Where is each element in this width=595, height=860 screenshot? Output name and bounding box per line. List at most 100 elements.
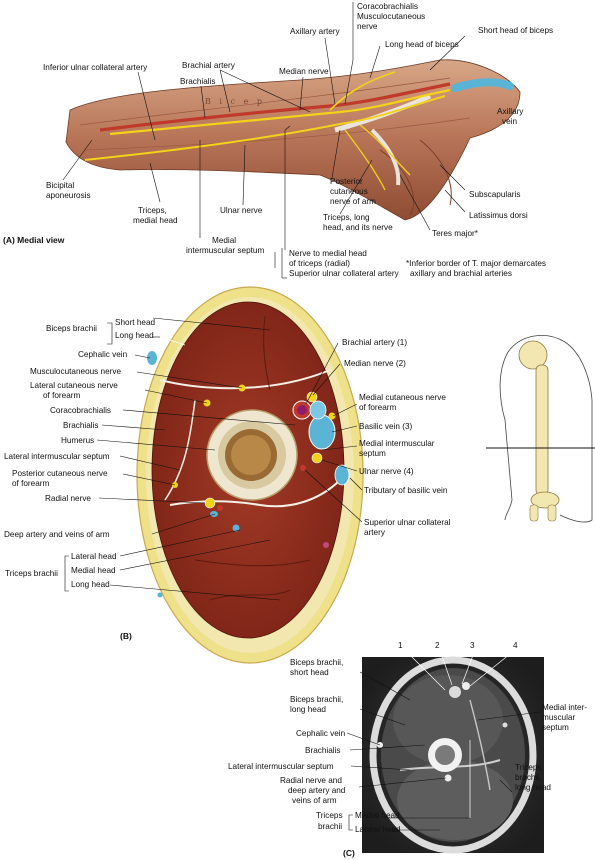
c-radial-2: deep artery and — [288, 786, 346, 795]
ulnar-nerve-section — [311, 452, 323, 464]
c-lateral-septum: Lateral intermuscular septum — [228, 762, 334, 771]
panel-b-cross-section: Biceps brachii Short head Long head Ceph… — [4, 286, 451, 664]
b-radial-nerve: Radial nerve — [45, 494, 91, 503]
panel-b-leaders — [64, 317, 363, 601]
basilic-vein-section — [308, 414, 336, 450]
c-triceps-1: Triceps — [316, 811, 343, 820]
cephalic-vein-section — [147, 351, 157, 365]
label-triceps-long-head-2: head, and its nerve — [323, 223, 393, 232]
label-nerve-to-medial-head-2: of triceps (radial) — [289, 259, 350, 268]
label-axillary-artery: Axillary artery — [290, 27, 340, 36]
label-superior-ulnar-collateral-artery: Superior ulnar collateral artery — [289, 269, 400, 278]
c-medial-head: Medial head — [355, 811, 400, 820]
b-lateral-cutaneous-1: Lateral cutaneous nerve — [30, 381, 118, 390]
b-medial-cutaneous-1: Medial cutaneous nerve — [359, 393, 446, 402]
c-biceps-short-1: Biceps brachii, — [290, 658, 343, 667]
c-biceps-short-2: short head — [290, 668, 329, 677]
b-coracobrachialis: Coracobrachialis — [50, 406, 111, 415]
b-medial-head: Medial head — [71, 566, 116, 575]
svg-text:B i c e p: B i c e p — [205, 97, 265, 106]
c-radial-1: Radial nerve and — [280, 776, 342, 785]
label-latissimus-dorsi: Latissimus dorsi — [469, 211, 528, 220]
b-ulnar-nerve: Ulnar nerve (4) — [359, 467, 414, 476]
panel-c-ct-scan: 1 2 3 4 Biceps brachii, short head Bicep… — [228, 641, 587, 858]
b-superior-ulnar-1: Superior ulnar collateral — [364, 518, 451, 527]
b-medial-septum-2: septum — [359, 449, 386, 458]
c-lateral-head: Lateral head — [355, 825, 401, 834]
c-biceps-long-1: Biceps brachii, — [290, 695, 343, 704]
label-teres-major: Teres major* — [432, 229, 479, 238]
label-triceps-long-head-1: Triceps, long — [323, 213, 370, 222]
label-medial-septum-1: Medial — [212, 236, 236, 245]
c-cephalic-vein: Cephalic vein — [296, 729, 346, 738]
b-long-head-triceps: Long head — [71, 580, 110, 589]
b-lateral-cutaneous-2: of forearm — [43, 391, 80, 400]
c-brachialis: Brachialis — [305, 746, 341, 755]
label-musculocutaneous-nerve-2: nerve — [357, 22, 378, 31]
b-tributary: Tributary of basilic vein — [364, 486, 448, 495]
b-medial-septum-1: Medial intermuscular — [359, 439, 435, 448]
label-bicipital-aponeurosis-2: aponeurosis — [46, 191, 91, 200]
panel-c-caption: (C) — [343, 848, 355, 858]
label-triceps-medial-head-2: medial head — [133, 216, 178, 225]
c-num-2: 2 — [435, 641, 440, 650]
b-brachial-artery: Brachial artery (1) — [342, 338, 407, 347]
label-medial-septum-2: intermuscular septum — [186, 246, 264, 255]
panel-a-footnote-1: *Inferior border of T. major demarcates — [406, 259, 546, 268]
b-basilic-vein: Basilic vein (3) — [359, 422, 413, 431]
c-triceps-long-3: long head — [515, 783, 551, 792]
b-biceps-brachii: Biceps brachii — [46, 324, 97, 333]
panel-a-leaders — [62, 2, 466, 268]
label-short-head-biceps: Short head of biceps — [478, 26, 553, 35]
panel-a-caption: (A) Medial view — [3, 235, 65, 245]
b-humerus: Humerus — [61, 436, 94, 445]
b-lateral-head: Lateral head — [71, 552, 117, 561]
b-cephalic-vein: Cephalic vein — [78, 350, 128, 359]
c-num-3: 3 — [470, 641, 475, 650]
label-long-head-biceps: Long head of biceps — [385, 40, 459, 49]
b-deep-artery: Deep artery and veins of arm — [4, 530, 110, 539]
radial-nerve-section — [204, 497, 216, 509]
c-triceps-long-1: Triceps — [515, 763, 542, 772]
b-short-head: Short head — [115, 318, 156, 327]
c-medial-septum-1: Medial inter- — [542, 703, 587, 712]
label-axillary-vein-1: Axillary — [497, 107, 524, 116]
label-posterior-cutaneous-1: Posterior — [330, 177, 363, 186]
c-biceps-long-2: long head — [290, 705, 326, 714]
c-num-1: 1 — [398, 641, 403, 650]
panel-a-medial-view: B i c e p Coracobrachialis M — [3, 2, 553, 279]
b-lateral-septum: Lateral intermuscular septum — [4, 452, 110, 461]
label-brachial-artery: Brachial artery — [182, 61, 236, 70]
label-triceps-medial-head-1: Triceps, — [138, 206, 167, 215]
panel-c-leaders — [346, 649, 541, 831]
b-median-nerve: Median nerve (2) — [344, 359, 406, 368]
label-coracobrachialis: Coracobrachialis — [357, 2, 418, 11]
label-musculocutaneous-nerve: Musculocutaneous — [357, 12, 425, 21]
brachial-artery-illustration — [99, 82, 451, 132]
label-ulnar-nerve: Ulnar nerve — [220, 206, 263, 215]
median-nerve-section — [306, 391, 318, 403]
label-posterior-cutaneous-2: cutaneous — [330, 187, 368, 196]
b-triceps-brachii: Triceps brachii — [5, 569, 58, 578]
label-nerve-to-medial-head-1: Nerve to medial head — [289, 249, 367, 258]
b-superior-ulnar-2: artery — [364, 528, 386, 537]
median-nerve-illustration — [109, 88, 451, 136]
axillary-vein-illustration — [451, 78, 514, 92]
label-posterior-cutaneous-3: nerve of arm — [330, 197, 376, 206]
arm-illustration — [65, 59, 521, 221]
humerus-orientation-sketch — [486, 335, 595, 523]
c-triceps-2: brachii — [318, 822, 342, 831]
label-bicipital-aponeurosis-1: Bicipital — [46, 181, 74, 190]
label-brachialis: Brachialis — [180, 77, 216, 86]
ulnar-nerve-illustration — [84, 95, 446, 161]
c-num-4: 4 — [513, 641, 518, 650]
b-medial-cutaneous-2: of forearm — [359, 403, 396, 412]
b-musculocutaneous-nerve: Musculocutaneous nerve — [30, 367, 121, 376]
c-medial-septum-2: muscular — [542, 713, 575, 722]
c-radial-3: veins of arm — [292, 796, 337, 805]
panel-a-footnote-2: axillary and brachial arteries — [410, 269, 512, 278]
b-posterior-cutaneous-1: Posterior cutaneous nerve — [12, 469, 108, 478]
c-medial-septum-3: septum — [542, 723, 569, 732]
